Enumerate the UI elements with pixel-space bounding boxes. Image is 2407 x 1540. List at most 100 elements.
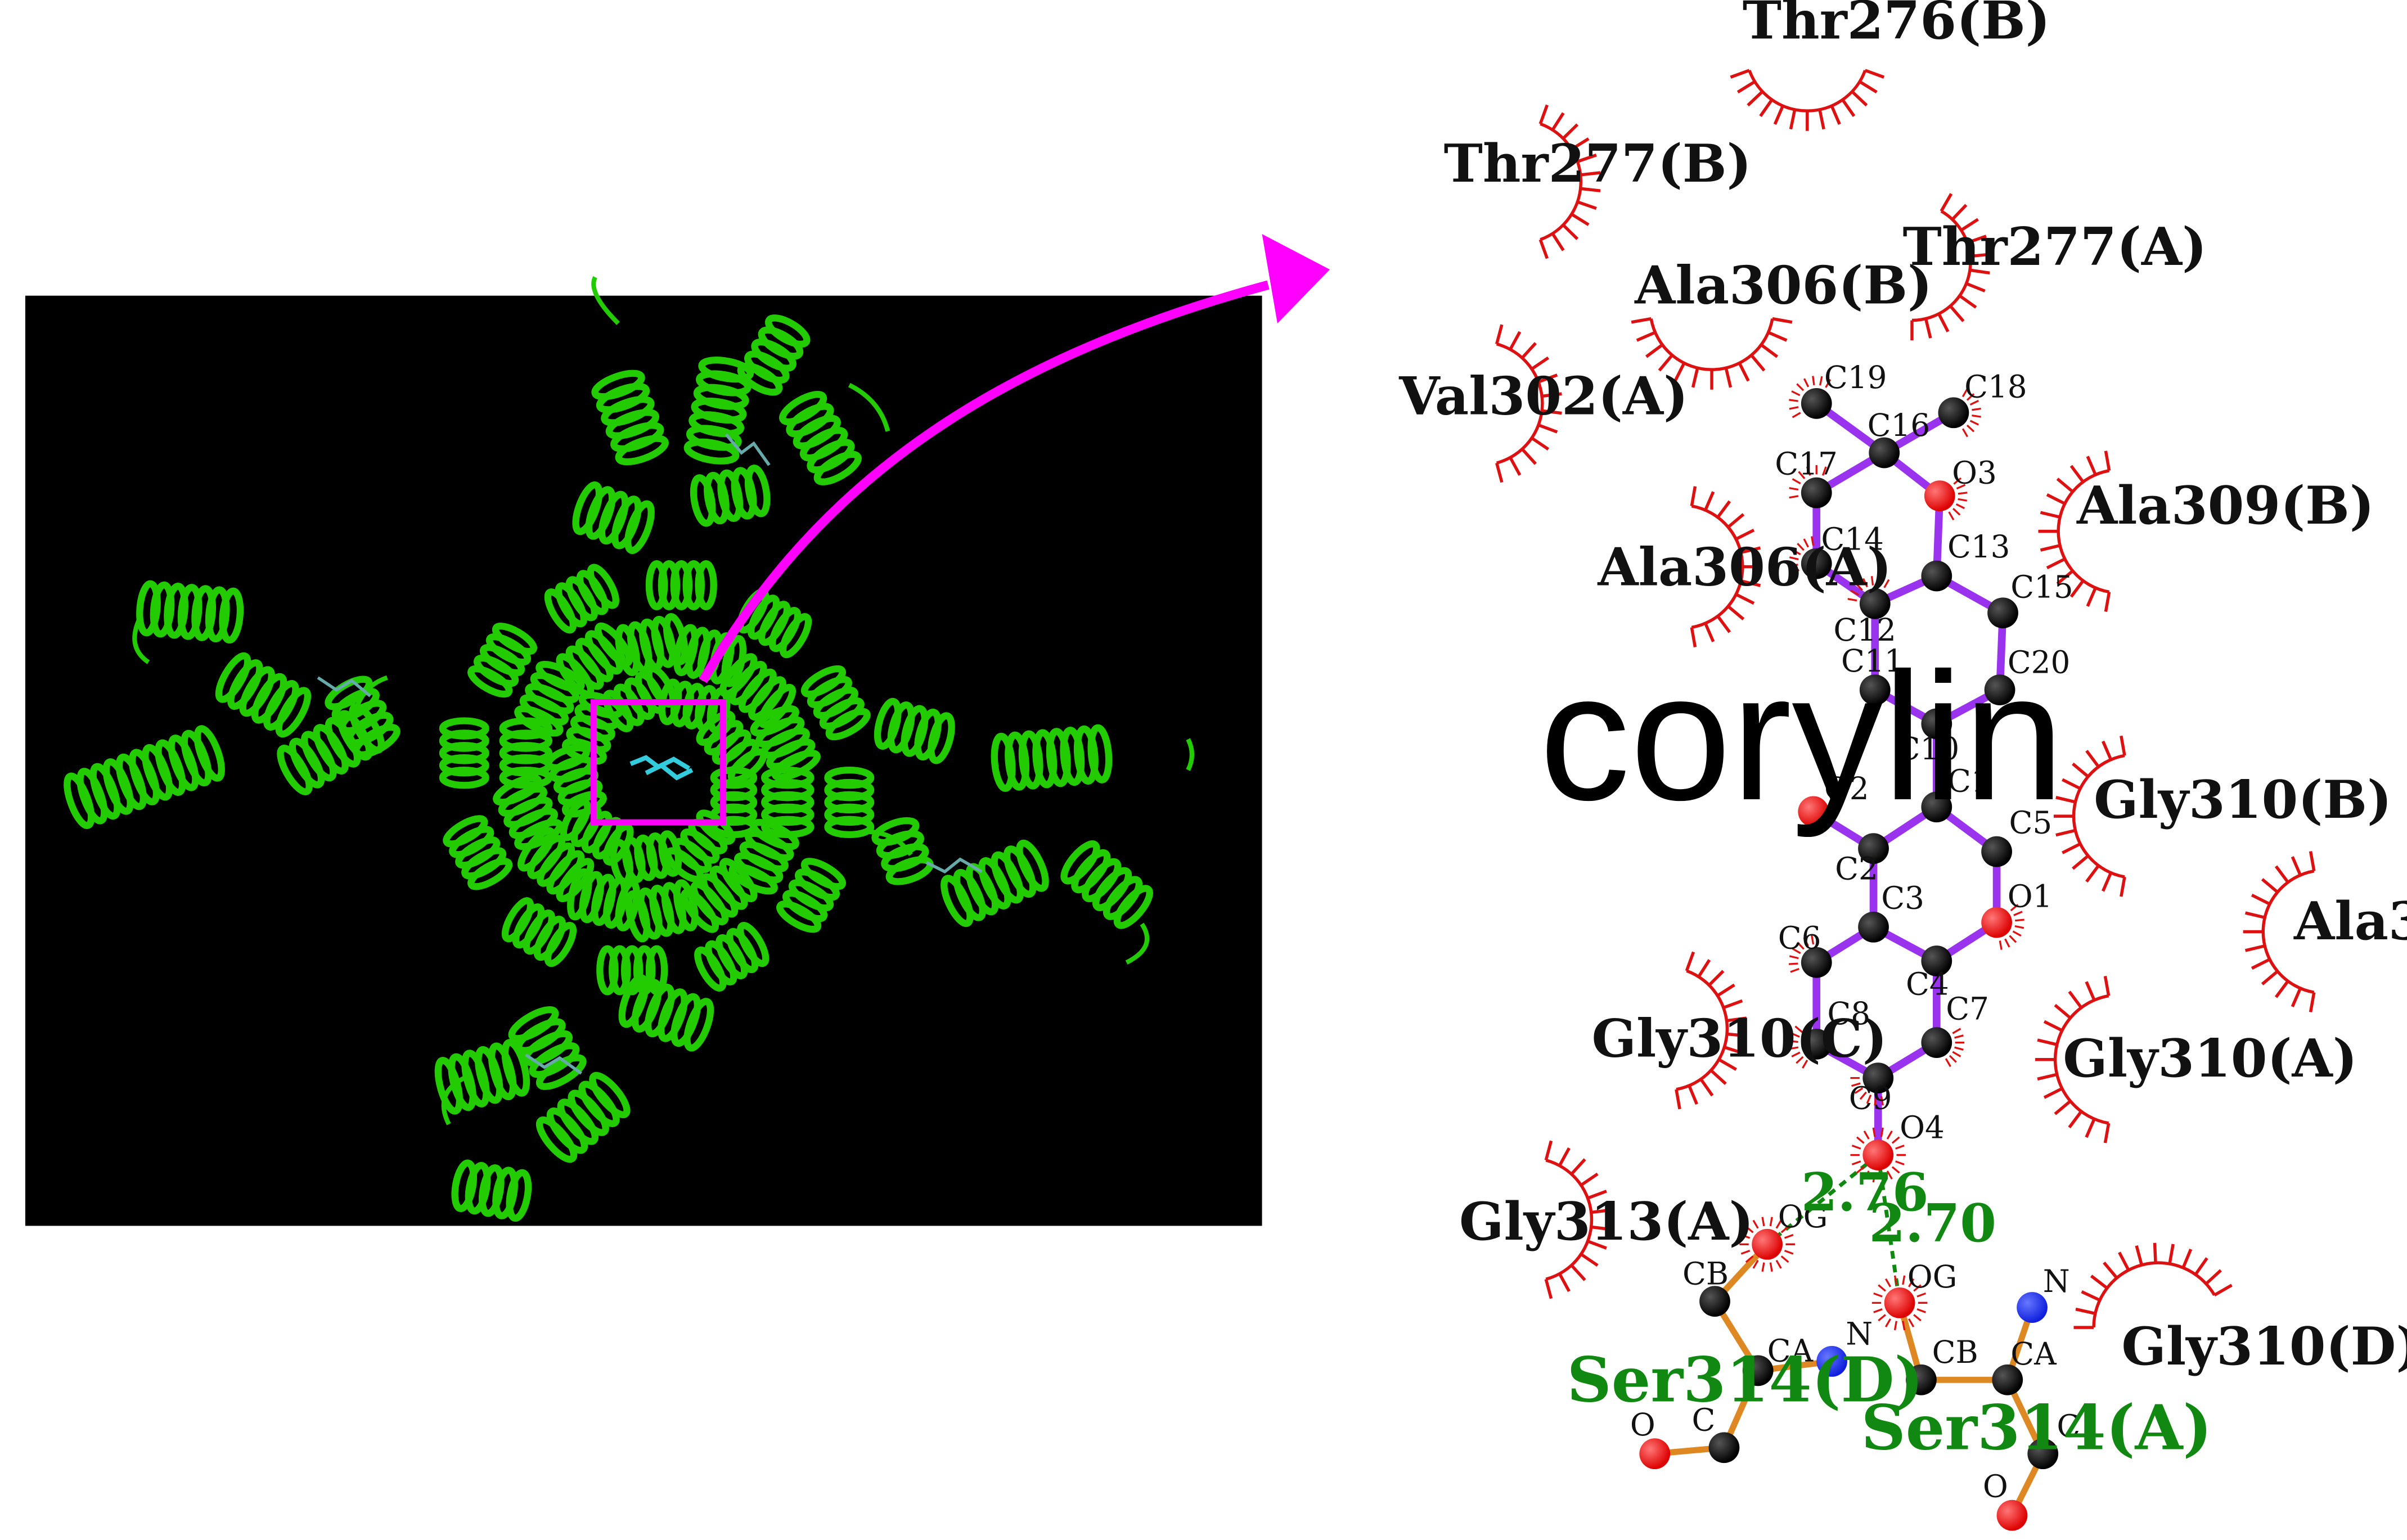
hbond-residue-label: Ser314(D) [1567,1344,1924,1416]
hydrophobic-contact-arc [1675,951,1747,1110]
helix-ribbon [467,623,537,698]
carbon-atom [1862,1062,1894,1093]
atom-label: C8 [1827,996,1870,1032]
carbon-atom [1708,1432,1740,1464]
atom-label: O1 [2008,879,2053,915]
atom-label: C [2057,1408,2080,1444]
helix-ribbon [690,465,771,527]
helix-ribbon [64,725,225,829]
carbon-atom [1938,397,1969,429]
atom-label: C14 [1821,521,1884,557]
carbon-atom [1984,674,2015,706]
helix-ribbon [1060,840,1153,929]
hydrophobic-contact-arc [2038,451,2111,612]
binding-site-highlight-box [590,699,726,826]
helix-ribbon [696,710,767,784]
helix-ribbon [874,697,955,764]
protein-helices [64,276,1195,1222]
carbon-atom [1801,548,1832,579]
helix-ribbon [451,1159,532,1222]
hydrophobic-contact-arc [1544,1140,1612,1299]
residue-label: Thr277(B) [1444,133,1752,194]
carbon-atom [1858,911,1889,943]
loop-coil [132,615,150,664]
helix-ribbon [618,974,714,1052]
helix-ribbon [572,481,655,554]
hydrogen-bond-line [1766,1153,1879,1246]
atom-label: OG [1778,1199,1828,1235]
carbon-atom [1869,437,1900,469]
atom-label: C3 [1881,880,1924,916]
loop-coil [1125,922,1150,965]
loop-coil [865,829,913,856]
helix-ribbon [493,774,564,850]
atom-label: C2 [1835,850,1878,886]
atom-label: OG [1907,1259,1958,1295]
atom-label: C16 [1868,407,1931,443]
helix-ribbon [728,818,799,895]
oxygen-atom [1924,480,1955,512]
atom-label: O3 [1952,455,1997,491]
hydrophobic-contact-arc [1631,317,1793,390]
atom-label: C17 [1775,445,1838,481]
atoms [1639,388,2059,1531]
helix-ribbon [645,560,717,610]
ligand-sticks [317,433,983,1075]
residue-label: Ala306(A) [1597,536,1891,597]
helix-ribbon [694,922,770,992]
carbon-atom [1987,597,2018,629]
atom-label: O4 [1900,1109,1945,1145]
helix-ribbon [800,665,871,741]
carbon-atom [1921,560,1952,592]
carbon-atom [1699,1286,1730,1317]
nitrogen-atom [1816,1346,1847,1377]
helix-ribbon [501,897,577,967]
residue-label: Thr277(A) [1903,216,2207,277]
atom-label: C18 [1964,368,2027,404]
carbon-atom [1981,836,2012,867]
helix-ribbon [514,660,585,737]
hydrophobic-contact-arc [2035,975,2111,1143]
hydrophobic-contact-arc [2073,1242,2233,1329]
helix-ribbon [136,580,244,644]
carbon-atom [1992,1364,2023,1395]
atom-label: O [1630,1407,1655,1443]
atom-label: C12 [1833,612,1896,648]
atom-label: C9 [1849,1080,1892,1116]
residue-label: Gly310(C) [1591,1007,1887,1069]
helix-ribbon [824,766,875,839]
helix-ribbon [325,676,401,759]
hydrophobic-contact-arc [1730,69,1885,131]
carbon-atom [1742,1355,1774,1386]
helix-ribbon [991,724,1113,792]
atom-label: C5 [2009,804,2052,840]
residue-label: Gly310(D) [2121,1316,2407,1377]
helix-ribbon [518,827,595,903]
residue-label: Gly310(B) [2094,769,2392,830]
hydrophobic-contact-arc [1690,486,1763,647]
helix-ribbon [215,652,312,738]
zoom-arrow [699,234,1330,683]
carbon-atom [1921,1027,1952,1059]
residue-label: Ala309(B) [2076,475,2374,536]
loop-coil [1186,738,1195,771]
protein-structure-view [25,276,1262,1226]
oxygen-atom [1639,1438,1671,1470]
atom-label: O [1983,1468,2008,1504]
helix-ribbon [615,613,689,677]
oxygen-atom [1981,907,2012,938]
helix-ribbon [544,564,619,634]
oxygen-atom [1862,1140,1894,1170]
atom-label: C15 [2010,569,2073,605]
atom-label: O2 [1824,771,1869,807]
helix-ribbon [508,1006,587,1090]
helix-ribbon [610,830,682,886]
helix-ribbon [536,1071,631,1163]
loop-coil [354,675,388,709]
atom-label: C6 [1778,920,1821,956]
hbond-distance-label: 2.70 [1869,1192,1996,1254]
carbon-atom [1859,588,1891,619]
